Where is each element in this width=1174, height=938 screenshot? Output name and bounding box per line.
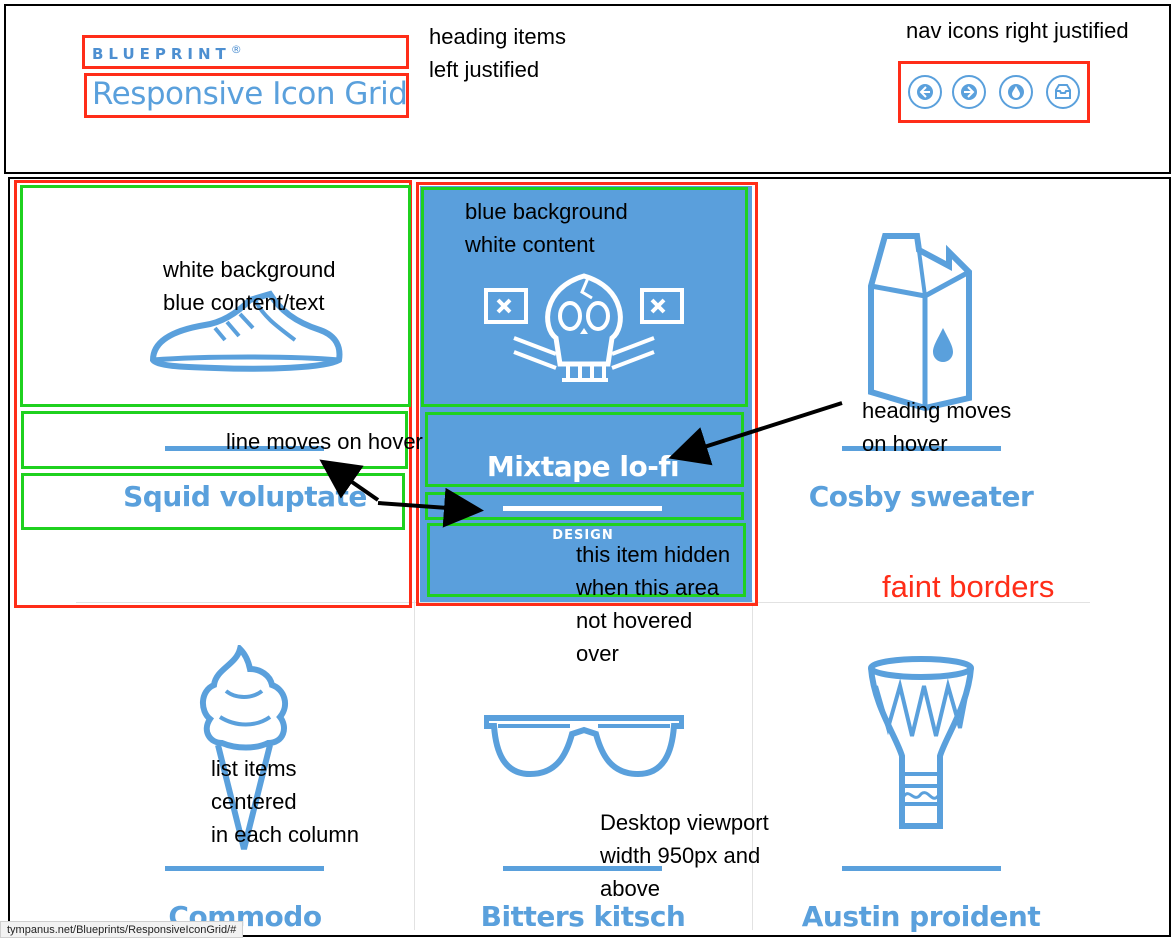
cell-1-line-area	[21, 411, 408, 469]
grid-frame	[8, 177, 1171, 937]
drum-icon[interactable]	[866, 656, 976, 832]
nav-drop-button[interactable]	[999, 75, 1033, 109]
cell-5-line	[503, 866, 662, 871]
annotation-hidden-item: this item hidden when this area not hove…	[576, 542, 731, 666]
cell-2-line	[503, 506, 662, 511]
drop-icon	[1008, 84, 1024, 100]
cell-3-line	[842, 446, 1001, 451]
arrow-left-icon	[917, 84, 933, 100]
annotation-heading-items: heading items left justified	[429, 24, 566, 82]
skull-icon[interactable]	[484, 268, 684, 384]
cell-2-title[interactable]: Mixtape lo-fi	[486, 450, 680, 483]
registered-mark: ®	[230, 43, 242, 56]
cell-4-line	[165, 866, 324, 871]
annotation-heading-moves: heading moves on hover	[862, 398, 1012, 456]
cell-2-icon-area	[421, 187, 748, 407]
annotation-line-moves: line moves on hover	[226, 429, 423, 454]
cell-3-title[interactable]: Cosby sweater	[808, 480, 1034, 513]
nav-box	[898, 61, 1090, 123]
annotation-desktop: Desktop viewport width 950px and above	[600, 810, 769, 901]
cell-2-outline	[416, 182, 758, 606]
brand-text: BLUEPRINT	[92, 45, 231, 63]
cell-5-title[interactable]: Bitters kitsch	[480, 900, 686, 933]
glasses-icon[interactable]	[484, 712, 684, 782]
milk-carton-icon[interactable]	[865, 232, 975, 412]
faint-border	[752, 600, 753, 930]
title-box	[84, 73, 409, 118]
cell-2-blue-background[interactable]	[420, 186, 752, 602]
sneaker-icon[interactable]	[145, 280, 345, 380]
annotation-list-items: list items centered in each column	[211, 756, 359, 847]
inbox-icon	[1055, 84, 1071, 99]
ice-cream-icon[interactable]	[196, 645, 292, 855]
cell-2-heading-area	[425, 412, 744, 487]
brand-label[interactable]: BLUEPRINT®	[92, 43, 242, 63]
annotation-blue-bg: blue background white content	[465, 199, 628, 257]
page-title: Responsive Icon Grid	[92, 76, 408, 112]
cell-1-heading-area	[21, 473, 405, 530]
faint-border	[414, 600, 415, 930]
cell-6-line	[842, 866, 1001, 871]
status-bar: tympanus.net/Blueprints/ResponsiveIconGr…	[0, 921, 244, 938]
brand-box	[82, 35, 409, 69]
cell-6-title[interactable]: Austin proident	[801, 900, 1041, 933]
nav-prev-button[interactable]	[908, 75, 942, 109]
annotation-nav-icons: nav icons right justified	[906, 18, 1129, 43]
arrow-right-icon	[961, 84, 977, 100]
header-frame	[4, 4, 1171, 174]
annotation-faint-borders: faint borders	[882, 569, 1055, 604]
cell-1-line	[165, 446, 324, 451]
nav-inbox-button[interactable]	[1046, 75, 1080, 109]
cell-1-icon-area	[20, 185, 411, 407]
cell-2-subtitle-area	[427, 523, 746, 597]
cell-2-subtitle: DESIGN	[552, 528, 614, 543]
nav-next-button[interactable]	[952, 75, 986, 109]
annotation-white-bg: white background blue content/text	[163, 257, 336, 315]
faint-border	[76, 602, 1090, 603]
